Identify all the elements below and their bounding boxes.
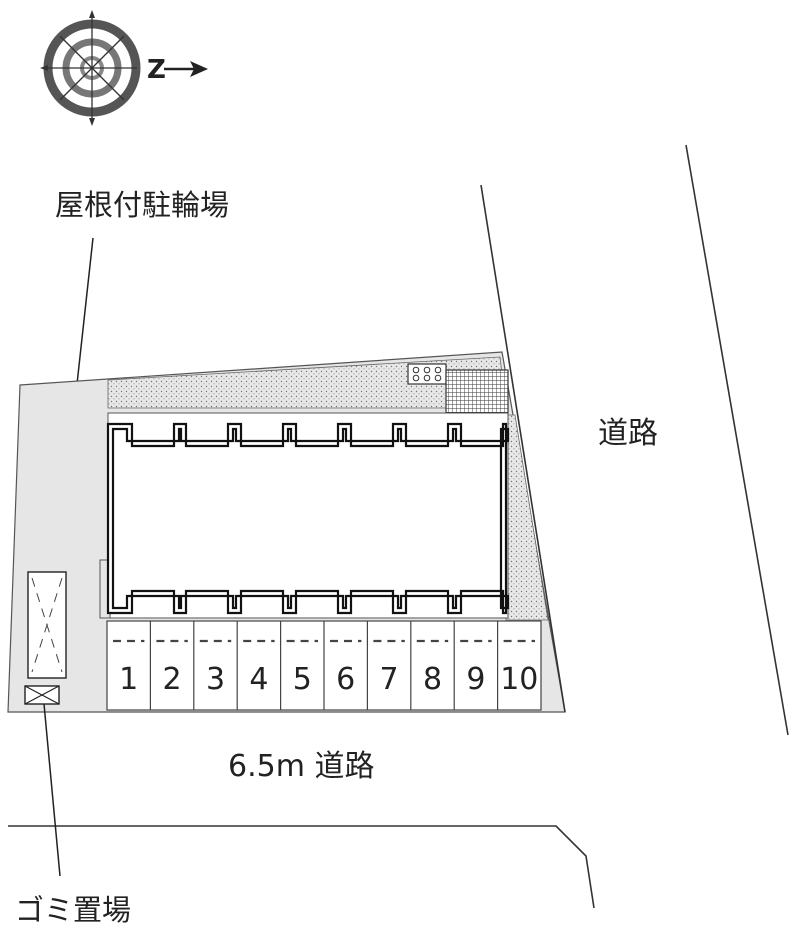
road-edge-inner <box>480 184 566 713</box>
road-edge-outer <box>685 144 789 736</box>
parking-space-number: 3 <box>206 662 225 697</box>
bike-parking-label: 屋根付駐輪場 <box>55 188 229 222</box>
planting-strip-right <box>505 414 549 621</box>
utility-meter-icon <box>407 363 447 385</box>
parking-space-number: 10 <box>500 662 538 697</box>
parking-space-number: 4 <box>249 662 268 697</box>
garbage-box-icon <box>24 685 60 705</box>
parking-space-number: 2 <box>163 662 182 697</box>
grid-pad-icon <box>445 369 509 415</box>
parking-space-number: 8 <box>423 662 442 697</box>
parking-space-number: 5 <box>293 662 312 697</box>
compass-rose-icon <box>40 10 141 126</box>
garbage-leader <box>43 703 61 877</box>
building-inner-wall <box>111 427 510 610</box>
building-outer-wall <box>106 422 508 615</box>
bike-shelter-icon <box>27 571 67 679</box>
parking-space-number: 1 <box>119 662 138 697</box>
garbage-label: ゴミ置場 <box>15 893 131 927</box>
apartment-building <box>106 422 510 615</box>
parking-space-number: 6 <box>336 662 355 697</box>
road-bottom-label: 6.5m 道路 <box>228 749 374 784</box>
compass-north-letter: Z <box>147 55 166 85</box>
north-arrow-icon <box>164 61 208 77</box>
road-bottom-far-edge <box>8 825 595 909</box>
parking-space-number: 7 <box>380 662 399 697</box>
road-right-label: 道路 <box>598 416 658 451</box>
parking-space-number: 9 <box>466 662 485 697</box>
